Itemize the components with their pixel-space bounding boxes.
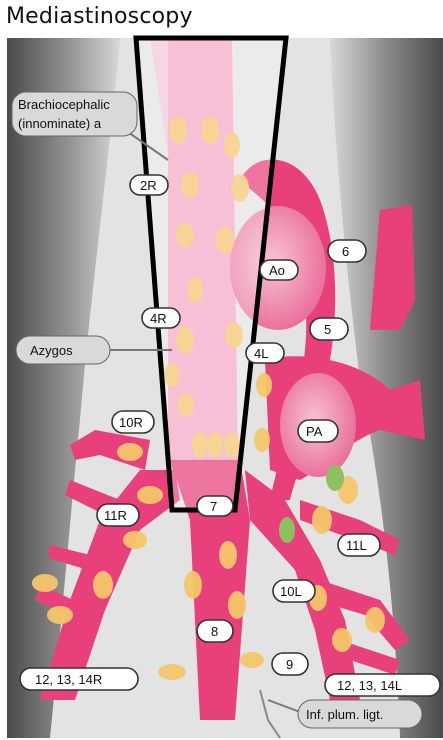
lymph-node-green bbox=[326, 465, 344, 491]
brachiocephalic-label-line2: (innominate) a bbox=[18, 116, 102, 131]
azygos-text: Azygos bbox=[30, 343, 73, 358]
station-6: 6 bbox=[328, 240, 366, 262]
lymph-node bbox=[32, 574, 58, 592]
aorta-label: Ao bbox=[260, 260, 298, 280]
station-10r-text: 10R bbox=[119, 415, 143, 430]
station-12-13-14l-text: 12, 13, 14L bbox=[337, 678, 402, 693]
station-11l: 11L bbox=[338, 534, 380, 556]
lymph-node bbox=[219, 541, 237, 569]
lymph-node bbox=[184, 571, 202, 599]
station-12-13-14l: 12, 13, 14L bbox=[325, 674, 440, 696]
station-7-text: 7 bbox=[210, 499, 217, 514]
lymph-node bbox=[332, 628, 352, 652]
brachiocephalic-label: Brachiocephalic (innominate) a bbox=[12, 92, 137, 136]
station-5-text: 5 bbox=[324, 322, 331, 337]
lymph-node bbox=[240, 652, 264, 668]
station-6-text: 6 bbox=[342, 244, 349, 259]
station-2r-text: 2R bbox=[140, 178, 157, 193]
pa-label: PA bbox=[298, 420, 338, 442]
station-10l: 10L bbox=[273, 580, 315, 602]
lymph-node bbox=[123, 531, 147, 549]
station-10r: 10R bbox=[112, 411, 154, 433]
station-4l-text: 4L bbox=[254, 346, 268, 361]
pa-text: PA bbox=[306, 424, 323, 439]
station-9: 9 bbox=[272, 653, 308, 675]
station-7: 7 bbox=[197, 496, 233, 516]
station-4r: 4R bbox=[142, 308, 180, 328]
lymph-node bbox=[256, 373, 272, 397]
lymph-node bbox=[137, 486, 163, 504]
lymph-node bbox=[254, 428, 270, 452]
ligament-text: Inf. plum. ligt. bbox=[306, 707, 383, 722]
brachiocephalic-label-line1: Brachiocephalic bbox=[18, 97, 110, 112]
station-10l-text: 10L bbox=[280, 584, 302, 599]
station-8: 8 bbox=[197, 620, 233, 642]
station-9-text: 9 bbox=[286, 657, 293, 672]
aorta-text: Ao bbox=[269, 263, 285, 278]
station-12-13-14r: 12, 13, 14R bbox=[20, 668, 138, 690]
lymph-node bbox=[365, 607, 385, 633]
ligament-label: Inf. plum. ligt. bbox=[298, 700, 422, 728]
lymph-node bbox=[228, 591, 246, 619]
lymph-node bbox=[158, 664, 186, 680]
station-4r-text: 4R bbox=[150, 311, 167, 326]
station-5: 5 bbox=[310, 318, 348, 340]
lymph-node bbox=[312, 506, 332, 534]
lymph-node-green bbox=[279, 517, 295, 543]
station-11l-text: 11L bbox=[346, 538, 367, 553]
station-4l: 4L bbox=[246, 343, 284, 363]
lymph-node bbox=[47, 606, 73, 624]
lymph-node bbox=[93, 571, 113, 599]
station-11r: 11R bbox=[97, 504, 139, 526]
station-12-13-14r-text: 12, 13, 14R bbox=[35, 672, 102, 687]
lymph-node bbox=[117, 443, 143, 461]
station-11r-text: 11R bbox=[104, 508, 127, 523]
azygos-label: Azygos bbox=[16, 336, 110, 364]
station-8-text: 8 bbox=[211, 624, 218, 639]
station-2r: 2R bbox=[130, 175, 168, 195]
